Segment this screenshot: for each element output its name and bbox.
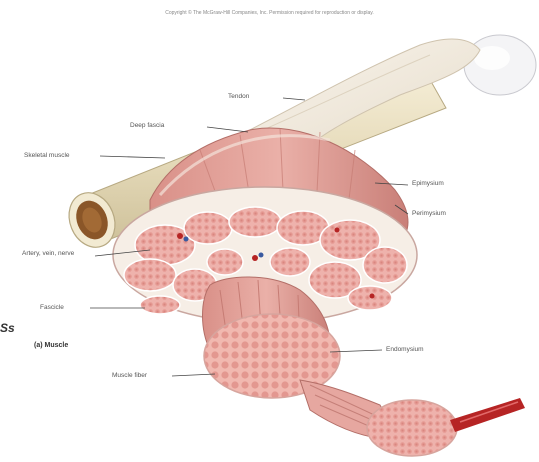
bone-head (464, 35, 536, 95)
figure-caption: (a) Muscle (34, 342, 68, 349)
label-perimysium: Perimysium (412, 210, 446, 217)
label-skeletal-muscle: Skeletal muscle (24, 152, 70, 159)
label-tendon: Tendon (228, 93, 249, 100)
capillary-vessel (450, 398, 525, 432)
fiber-cross-section (367, 400, 457, 456)
label-muscle-fiber: Muscle fiber (112, 372, 147, 379)
label-endomysium: Endomysium (386, 346, 424, 353)
side-fragment: Ss (0, 321, 15, 335)
label-artery-vein-nerve: Artery, vein, nerve (22, 250, 78, 257)
label-epimysium: Epimysium (412, 180, 444, 187)
label-fascicle: Fascicle (40, 304, 64, 311)
label-deep-fascia: Deep fascia (130, 122, 164, 129)
